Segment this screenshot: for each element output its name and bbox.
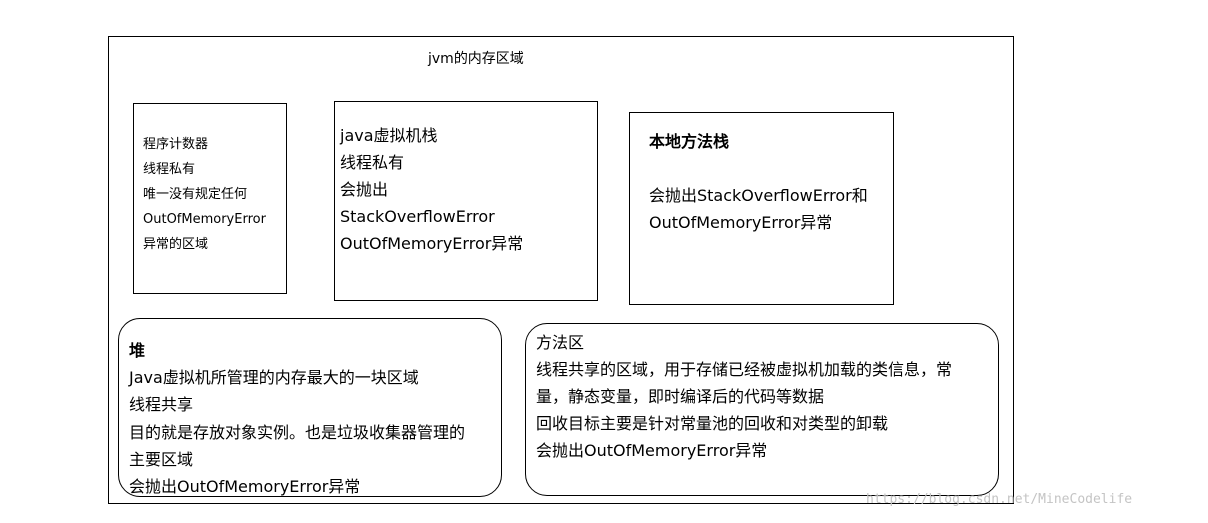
box-heading: 本地方法栈 — [649, 132, 730, 151]
text-line: 会抛出 — [340, 180, 389, 199]
text-line: 目的就是存放对象实例。也是垃圾收集器管理的 — [129, 422, 466, 442]
text-line: 线程私有 — [143, 162, 196, 177]
blank-line — [649, 155, 868, 182]
jvm-stack-text: java虚拟机栈 线程私有 会抛出 StackOverflowError Out… — [340, 122, 523, 257]
text-line: 线程共享的区域，用于存储已经被虚拟机加载的类信息，常 — [536, 360, 953, 379]
text-line: java虚拟机栈 — [340, 126, 438, 145]
heap-text: 堆 Java虚拟机所管理的内存最大的一块区域 线程共享 目的就是存放对象实例。也… — [129, 337, 465, 500]
heap-box: 堆 Java虚拟机所管理的内存最大的一块区域 线程共享 目的就是存放对象实例。也… — [118, 318, 502, 497]
text-line: 回收目标主要是针对常量池的回收和对类型的卸载 — [536, 414, 889, 433]
text-line: 线程共享 — [129, 395, 194, 415]
text-line: 会抛出OutOfMemoryError异常 — [536, 441, 768, 460]
text-line: OutOfMemoryError异常 — [340, 234, 524, 253]
text-line: Java虚拟机所管理的内存最大的一块区域 — [129, 368, 419, 388]
box-heading: 堆 — [129, 341, 146, 360]
box-heading: 方法区 — [536, 333, 585, 352]
method-area-text: 方法区 线程共享的区域，用于存储已经被虚拟机加载的类信息，常 量，静态变量，即时… — [536, 329, 952, 464]
text-line: OutOfMemoryError — [143, 212, 266, 227]
text-line: 唯一没有规定任何 — [143, 187, 248, 202]
jvm-stack-box: java虚拟机栈 线程私有 会抛出 StackOverflowError Out… — [334, 101, 598, 301]
program-counter-text: 程序计数器 线程私有 唯一没有规定任何 OutOfMemoryError 异常的… — [143, 132, 266, 257]
text-line: 线程私有 — [340, 153, 405, 172]
text-line: StackOverflowError — [340, 207, 495, 226]
text-line: OutOfMemoryError异常 — [649, 213, 833, 232]
text-line: 会抛出StackOverflowError和 — [649, 186, 868, 205]
text-line: 主要区域 — [129, 449, 194, 469]
text-line: 程序计数器 — [143, 137, 209, 152]
program-counter-box: 程序计数器 线程私有 唯一没有规定任何 OutOfMemoryError 异常的… — [133, 103, 287, 294]
watermark: https://blog.csdn.net/MineCodelife — [866, 492, 1133, 507]
diagram-title: jvm的内存区域 — [428, 51, 524, 67]
text-line: 会抛出OutOfMemoryError异常 — [129, 477, 361, 497]
native-method-stack-box: 本地方法栈 会抛出StackOverflowError和 OutOfMemory… — [629, 112, 894, 305]
method-area-box: 方法区 线程共享的区域，用于存储已经被虚拟机加载的类信息，常 量，静态变量，即时… — [525, 323, 999, 496]
native-method-stack-text: 本地方法栈 会抛出StackOverflowError和 OutOfMemory… — [649, 128, 868, 236]
text-line: 异常的区域 — [143, 237, 209, 252]
memory-area-frame — [108, 36, 1014, 504]
text-line: 量，静态变量，即时编译后的代码等数据 — [536, 387, 825, 406]
